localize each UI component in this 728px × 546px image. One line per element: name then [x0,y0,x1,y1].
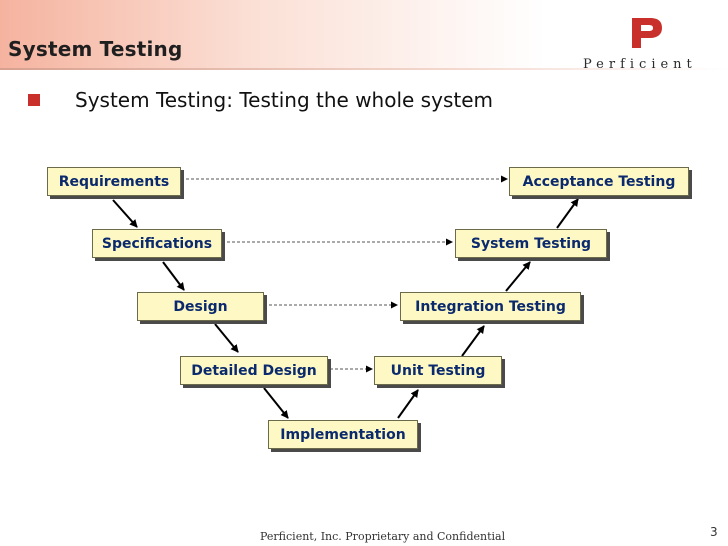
title-divider [0,68,728,70]
perficient-wordmark: Perficient [583,57,697,72]
perficient-logo-icon [626,14,666,52]
footer-confidential: Perficient, Inc. Proprietary and Confide… [260,530,506,543]
node-design: Design [137,292,264,321]
arrow-design-detailed [214,323,239,353]
arrow-specifications-design [162,261,185,291]
node-integration-testing: Integration Testing [400,292,581,321]
bullet-text: System Testing: Testing the whole system [75,88,493,112]
arrow-implementation-unit [397,389,419,419]
arrow-unit-integration [461,325,485,357]
node-unit-testing: Unit Testing [374,356,502,385]
node-requirements: Requirements [47,167,181,196]
page-number: 3 [710,525,718,539]
arrow-integration-system [505,261,531,292]
arrow-requirements-specifications [112,199,138,228]
bullet-square-icon [28,94,40,106]
slide-title: System Testing [8,37,183,61]
node-specifications: Specifications [92,229,222,258]
node-system-testing: System Testing [455,229,607,258]
arrow-detailed-implementation [263,387,289,419]
node-implementation: Implementation [268,420,418,449]
title-bar: System Testing [0,0,728,68]
arrow-system-acceptance [556,198,579,229]
node-acceptance-testing: Acceptance Testing [509,167,689,196]
node-detailed-design: Detailed Design [180,356,328,385]
